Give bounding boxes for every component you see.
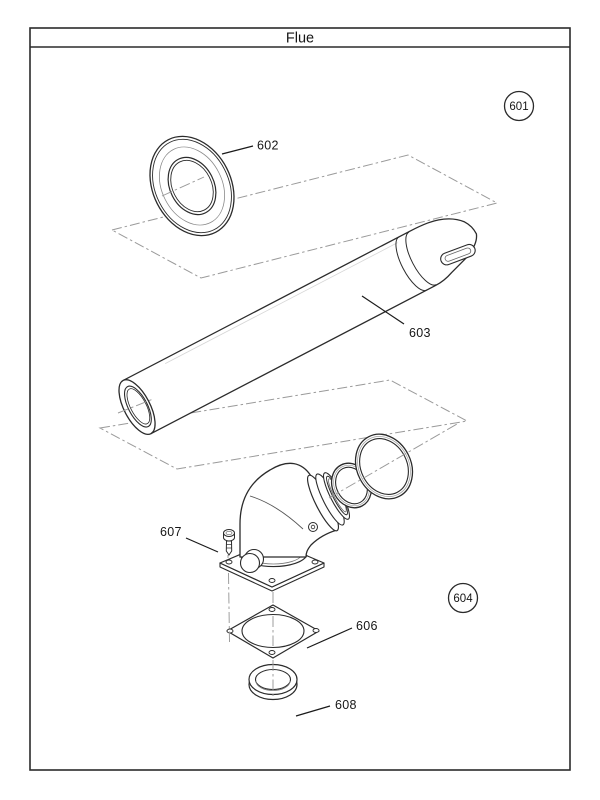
callout-603: 603 xyxy=(361,295,431,340)
phantom-plane-lower xyxy=(98,379,469,470)
callout-601-circle xyxy=(503,90,535,122)
pipe-band-line xyxy=(395,236,427,292)
centerline-screw xyxy=(227,555,230,643)
elbow-screw-boss xyxy=(308,522,318,532)
gasket-hole-bottom xyxy=(268,650,276,655)
diagram-frame: Flue xyxy=(29,27,571,771)
callout-601-label: 601 xyxy=(509,101,528,113)
callout-602-leader xyxy=(221,145,254,155)
screw xyxy=(223,529,235,556)
callout-604-circle xyxy=(447,582,479,614)
phantom-planes xyxy=(98,154,499,470)
flange-hole-bottom xyxy=(268,578,276,583)
callout-604-label: 604 xyxy=(453,593,473,605)
callout-602-label: 602 xyxy=(257,139,279,153)
callout-606-label: 606 xyxy=(356,619,378,633)
pipe-body xyxy=(122,218,478,435)
gasket-hole-left xyxy=(226,628,234,634)
callout-606: 606 xyxy=(306,619,378,649)
gasket-hole-right xyxy=(312,628,320,633)
callout-603-leader xyxy=(361,295,405,325)
flange-hole-right xyxy=(311,559,319,565)
phantom-plane-upper xyxy=(110,154,499,279)
callout-603-label: 603 xyxy=(409,326,431,340)
callout-608: 608 xyxy=(295,698,357,717)
callouts: 601 602 603 604 606 607 608 xyxy=(160,90,535,717)
callout-606-leader xyxy=(306,627,353,649)
flange-hole-left xyxy=(225,559,233,565)
flue-pipe xyxy=(118,218,478,435)
screw-head xyxy=(223,529,235,537)
centerline-flange-ring xyxy=(161,176,205,197)
page-title: Flue xyxy=(286,31,314,47)
elbow-seam-line xyxy=(249,495,304,530)
callout-608-leader xyxy=(295,705,331,717)
callout-604: 604 xyxy=(447,582,479,614)
callout-601: 601 xyxy=(503,90,535,122)
centerline-pipe-end xyxy=(117,398,154,414)
centerline-elbow-axis xyxy=(328,423,458,499)
callout-607-label: 607 xyxy=(160,525,182,539)
callout-602: 602 xyxy=(221,139,279,155)
terminal-slot-vent xyxy=(440,243,476,266)
wall-flange-ring xyxy=(149,135,235,237)
elbow-assembly xyxy=(219,462,351,592)
callout-607-leader xyxy=(185,537,219,553)
callout-607: 607 xyxy=(160,525,219,553)
flange-ring-hole xyxy=(167,156,217,216)
callout-608-label: 608 xyxy=(335,698,357,712)
center-lines xyxy=(117,176,458,698)
gasket-hole-top xyxy=(268,607,276,612)
elbow-port-opening xyxy=(239,552,261,574)
outer-border xyxy=(29,27,571,771)
